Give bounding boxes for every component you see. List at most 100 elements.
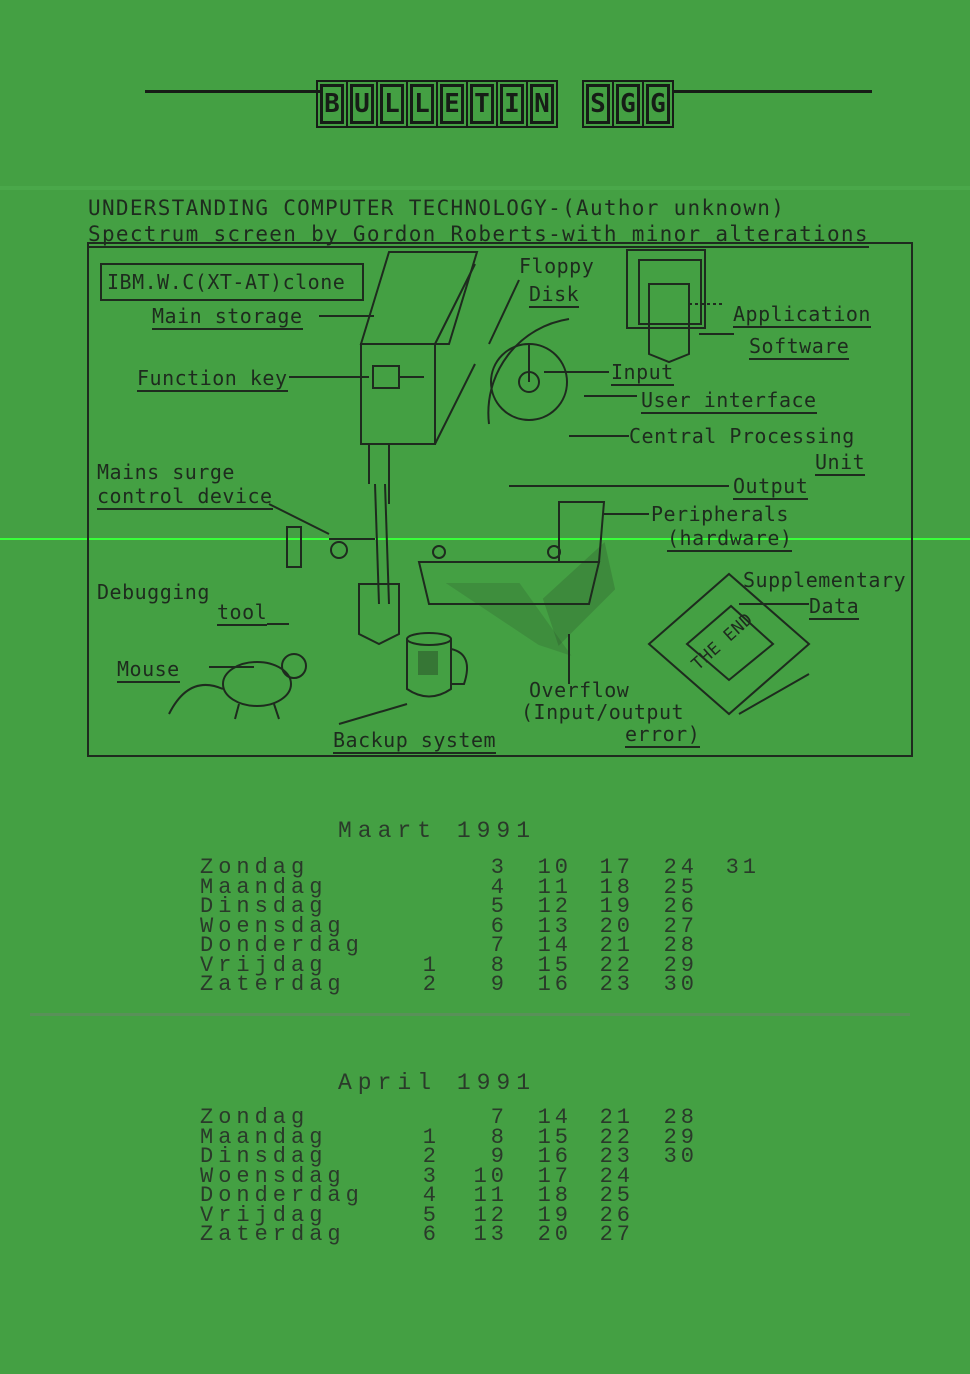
label-input: Input — [611, 360, 674, 386]
label-floppy: Floppy — [519, 254, 595, 278]
calendar-day-name: Dinsdag — [200, 894, 328, 919]
masthead-letter: I — [496, 80, 528, 128]
calendar-date: 30 — [663, 972, 698, 997]
label-disk: Disk — [529, 282, 580, 308]
label-debugging: Debugging — [97, 580, 210, 604]
calendar-date: 5 — [422, 1202, 440, 1228]
calendar-date: 18 — [599, 874, 634, 900]
masthead-letter: U — [346, 80, 378, 128]
calendar-date: 2 — [422, 1144, 440, 1169]
calendar-date: 11 — [473, 1183, 508, 1208]
calendar-date: 20 — [599, 913, 634, 939]
calendar-day-name: Vrijdag — [200, 1202, 328, 1228]
label-function-key: Function key — [137, 366, 288, 392]
calendar-day-name: Maandag — [200, 1124, 328, 1150]
label-mouse: Mouse — [117, 657, 180, 683]
label-backup-system: Backup system — [333, 728, 497, 754]
calendar-date: 22 — [599, 952, 634, 978]
calendar-date: 12 — [473, 1202, 508, 1228]
calendar-date: 26 — [599, 1202, 634, 1228]
calendar-date: 19 — [599, 894, 634, 919]
label-hardware: (hardware) — [667, 526, 793, 552]
calendar-date: 23 — [599, 972, 634, 997]
calendar-date: 3 — [422, 1163, 440, 1189]
calendar-date: 24 — [663, 855, 698, 880]
label-data: Data — [809, 594, 860, 620]
calendar-date: 29 — [663, 952, 698, 978]
calendar-date: 11 — [537, 874, 572, 900]
label-supplementary: Supplementary — [743, 568, 907, 592]
calendar-date: 27 — [663, 913, 698, 939]
calendar-month-title: Maart 1991 — [338, 818, 537, 844]
label-tool: tool — [217, 600, 268, 626]
calendar-day-name: Donderdag — [200, 1183, 364, 1208]
calendar-date: 5 — [490, 894, 508, 919]
label-main-storage: Main storage — [152, 304, 303, 330]
calendar-date: 6 — [490, 913, 508, 939]
section-divider — [30, 1013, 910, 1016]
calendar-date: 9 — [490, 972, 508, 997]
calendar-date: 9 — [490, 1144, 508, 1169]
masthead-letter: N — [526, 80, 558, 128]
scan-artifact-line — [0, 538, 970, 540]
masthead-letter: L — [406, 80, 438, 128]
calendar-date: 6 — [422, 1222, 440, 1247]
label-error: error) — [625, 722, 701, 748]
calendar-date: 13 — [473, 1222, 508, 1247]
ibm-label-box — [100, 263, 364, 301]
calendar-day-name: Zaterdag — [200, 1222, 346, 1247]
calendar-date: 20 — [537, 1222, 572, 1247]
scan-artifact-band — [0, 186, 970, 190]
calendar-date: 8 — [490, 952, 508, 978]
calendar-date: 1 — [422, 1124, 440, 1150]
calendar-day-name: Dinsdag — [200, 1144, 328, 1169]
calendar-date: 28 — [663, 933, 698, 958]
calendar-date: 15 — [537, 1124, 572, 1150]
calendar-date: 21 — [599, 933, 634, 958]
masthead-letter: B — [316, 80, 348, 128]
calendar-day-name: Woensdag — [200, 913, 346, 939]
calendar-date: 8 — [490, 1124, 508, 1150]
calendar-date: 26 — [663, 894, 698, 919]
calendar-date: 31 — [725, 855, 760, 880]
calendar-day-name: Zondag — [200, 855, 310, 880]
calendar-date: 19 — [537, 1202, 572, 1228]
computer-cartoon-diagram: IBM.W.C(XT-AT)clone Main storage Functio… — [87, 242, 913, 757]
masthead-title: B U L L E T I N S G G — [316, 78, 674, 130]
label-overflow: Overflow — [529, 678, 630, 702]
label-central-processing: Central Processing — [629, 424, 855, 448]
label-unit: Unit — [815, 450, 866, 476]
calendar-date: 7 — [490, 933, 508, 958]
calendar-day-name: Zaterdag — [200, 972, 346, 997]
calendar-date: 2 — [422, 972, 440, 997]
label-mains-surge: Mains surge — [97, 460, 235, 484]
label-output: Output — [733, 474, 809, 500]
calendar-date: 25 — [663, 874, 698, 900]
calendar-month-title: April 1991 — [338, 1070, 537, 1096]
masthead-letter: S — [582, 80, 614, 128]
calendar-date: 14 — [537, 1105, 572, 1130]
label-application: Application — [733, 302, 871, 328]
calendar-date: 7 — [490, 1105, 508, 1130]
calendar-day-name: Woensdag — [200, 1163, 346, 1189]
machine-top — [359, 251, 479, 345]
cartoon-drawing — [100, 249, 811, 725]
calendar-date: 10 — [473, 1163, 508, 1189]
calendar-date: 17 — [537, 1163, 572, 1189]
label-peripherals: Peripherals — [651, 502, 789, 526]
calendar-date: 28 — [663, 1105, 698, 1130]
calendar-date: 4 — [490, 874, 508, 900]
calendar-date: 1 — [422, 952, 440, 978]
label-software: Software — [749, 334, 850, 360]
masthead-letter: E — [436, 80, 468, 128]
calendar-day-name: Maandag — [200, 874, 328, 900]
book-outline — [647, 572, 811, 716]
calendar-date: 16 — [537, 972, 572, 997]
masthead-letter: G — [642, 80, 674, 128]
calendar-date: 25 — [599, 1183, 634, 1208]
calendar-day-name: Zondag — [200, 1105, 310, 1130]
calendar-date: 30 — [663, 1144, 698, 1169]
masthead-rule-right — [674, 90, 872, 93]
calendar-date: 3 — [490, 855, 508, 880]
calendar-day-name: Donderdag — [200, 933, 364, 958]
